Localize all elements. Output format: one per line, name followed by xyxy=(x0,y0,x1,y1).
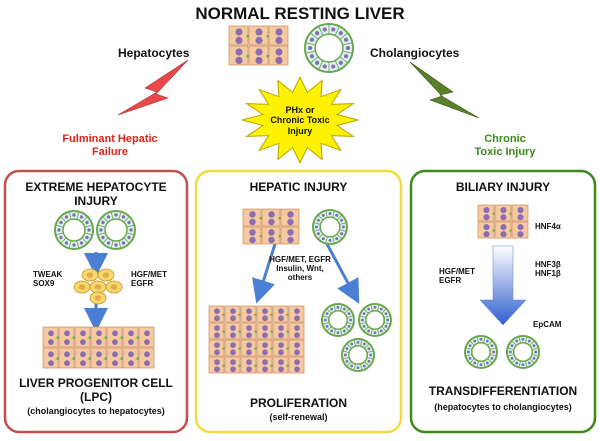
right-factors-left: HGF/MET EGFR xyxy=(439,267,475,286)
page-title: NORMAL RESTING LIVER xyxy=(195,4,405,23)
starburst-icon xyxy=(240,75,360,165)
center-result-sub: (self-renewal) xyxy=(269,412,328,422)
center-burst-label: PHx or Chronic Toxic Injury xyxy=(270,105,330,136)
top-bile-duct-ring xyxy=(304,23,354,73)
lpc-cell-1 xyxy=(81,268,99,282)
center-prolif-ring-1 xyxy=(321,303,355,337)
lightning-green-icon xyxy=(409,61,480,119)
left-duct-ring-1 xyxy=(54,210,94,250)
center-panel xyxy=(194,169,403,434)
center-factors: HGF/MET, EGFR Insulin, Wnt, others xyxy=(269,255,331,283)
lightning-red-icon xyxy=(117,59,189,116)
left-hepatocyte-sheet xyxy=(42,326,155,369)
left-panel-title: EXTREME HEPATOCYTE INJURY xyxy=(25,180,167,208)
center-result: PROLIFERATION xyxy=(249,396,348,410)
right-trigger-label: Chronic Toxic Injury xyxy=(474,133,536,158)
center-panel-title: HEPATIC INJURY xyxy=(249,180,348,194)
right-factors-right: HNF3β HNF1β xyxy=(535,260,561,279)
right-hepatocyte-sheet xyxy=(477,204,529,239)
center-prolif-ring-3 xyxy=(341,338,375,372)
right-result: TRANSDIFFERENTIATION xyxy=(428,384,578,398)
right-marker-bottom: EpCAM xyxy=(533,320,562,329)
left-trigger-label: Fulminant Hepatic Failure xyxy=(62,133,158,158)
lpc-cell-3 xyxy=(73,280,91,294)
center-duct-ring xyxy=(312,209,348,245)
right-panel-title: BILIARY INJURY xyxy=(455,180,551,194)
hepatocytes-label: Hepatocytes xyxy=(118,46,190,60)
left-result: LIVER PROGENITOR CELL (LPC) xyxy=(19,376,173,404)
left-factors-left: TWEAK SOX9 xyxy=(33,270,63,289)
right-duct-ring-2 xyxy=(506,335,540,369)
lpc-cell-5 xyxy=(105,280,123,294)
lpc-cell-2 xyxy=(97,268,115,282)
left-panel xyxy=(3,169,189,434)
lpc-cell-6 xyxy=(89,291,107,305)
left-factors-right: HGF/MET EGFR xyxy=(131,270,167,289)
arrow-center-right xyxy=(325,243,360,304)
big-transition-arrow xyxy=(479,245,527,326)
lpc-cell-4 xyxy=(89,280,107,294)
center-proliferated-hepatocytes xyxy=(208,305,305,374)
right-panel xyxy=(409,169,597,434)
right-marker-top: HNF4α xyxy=(535,222,561,231)
cholangiocytes-label: Cholangiocytes xyxy=(370,46,460,60)
center-hepatocyte-sheet xyxy=(242,208,300,245)
right-duct-ring-1 xyxy=(464,335,498,369)
right-result-sub: (hepatocytes to cholangiocytes) xyxy=(434,402,572,412)
top-hepatocyte-sheet xyxy=(228,25,289,66)
left-duct-ring-2 xyxy=(96,210,136,250)
center-prolif-ring-2 xyxy=(358,303,392,337)
left-result-sub: (cholangiocytes to hepatocytes) xyxy=(27,406,165,416)
arrow-center-left xyxy=(252,243,277,304)
